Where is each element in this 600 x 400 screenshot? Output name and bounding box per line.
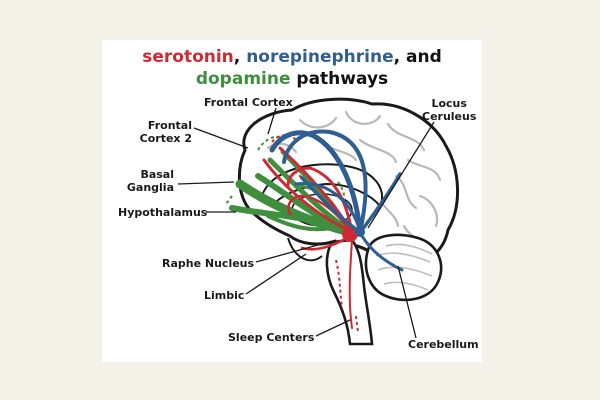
title-and: , and [393, 47, 442, 67]
limbic-structure [287, 237, 323, 262]
title-comma: , [233, 47, 247, 67]
serotonin-dashes [271, 134, 359, 333]
locus-ceruleus-node [355, 227, 365, 237]
title-norepinephrine: norepinephrine [246, 47, 394, 67]
leader-lines [177, 107, 435, 339]
label-frontal-cortex-2-line2: Cortex 2 [139, 132, 192, 145]
label-limbic: Limbic [204, 289, 245, 302]
dopamine-dashes [225, 135, 346, 205]
label-locus-ceruleus-line2: Ceruleus [422, 110, 477, 123]
label-hypothalamus: Hypothalamus [118, 206, 208, 219]
title-pathways: pathways [290, 69, 389, 89]
raphe-nucleus-node [342, 226, 358, 242]
label-frontal-cortex: Frontal Cortex [204, 96, 293, 109]
label-locus-ceruleus-line1: Locus [431, 97, 467, 110]
label-sleep-centers: Sleep Centers [228, 331, 315, 344]
label-basal-ganglia-line2: Ganglia [126, 181, 174, 194]
title-line-1: serotonin, norepinephrine, and [102, 47, 482, 67]
title-line-2: dopamine pathways [102, 69, 482, 89]
label-frontal-cortex-2-line1: Frontal [147, 119, 192, 132]
cerebellum-shape [364, 233, 443, 302]
label-raphe-nucleus: Raphe Nucleus [162, 257, 255, 270]
title-dopamine: dopamine [195, 69, 291, 89]
title-serotonin: serotonin [142, 47, 234, 67]
norepinephrine-pathways [269, 129, 404, 272]
label-cerebellum: Cerebellum [408, 338, 479, 351]
label-basal-ganglia-line1: Basal [140, 168, 174, 181]
